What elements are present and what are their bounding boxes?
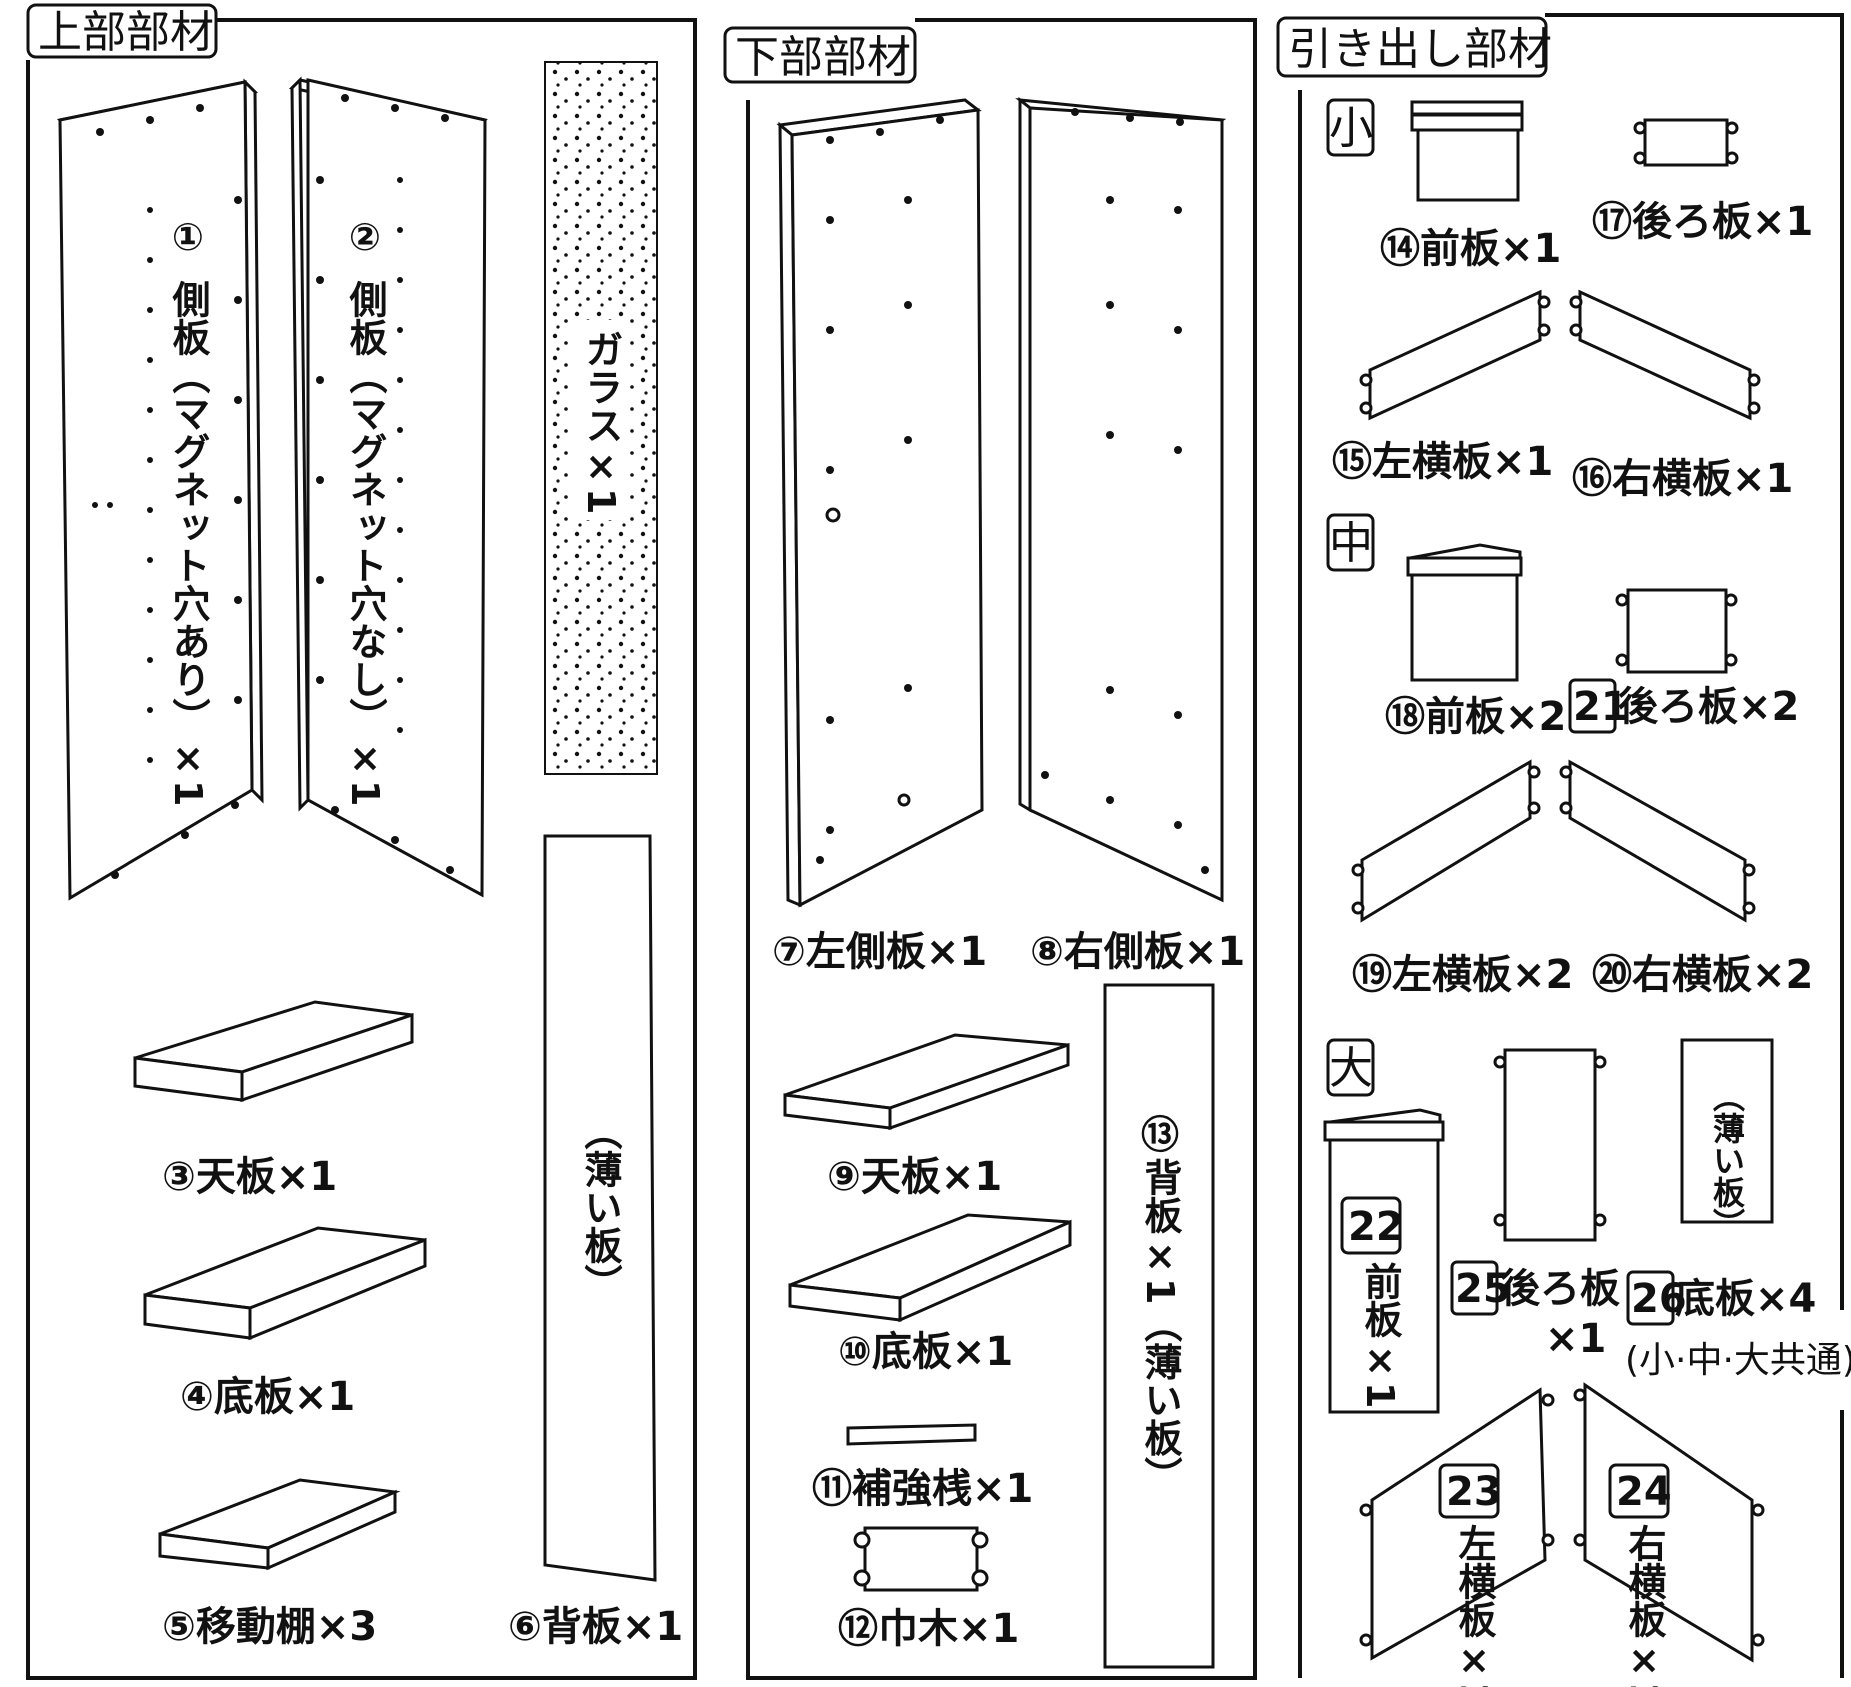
- movable-shelf-5-illustration: [158, 1478, 401, 1571]
- medium-group-marker: 中: [1326, 513, 1375, 572]
- right-side-board-20-illustration: [1559, 759, 1756, 923]
- medium-group-label: 中: [1329, 518, 1373, 569]
- part-23-label: 左横板×1: [1452, 1524, 1496, 1687]
- part-25-label: 後ろ板: [1500, 1266, 1620, 1312]
- side-panel-1-illustration: [56, 78, 264, 901]
- right-side-board-24-illustration: [1573, 1382, 1765, 1663]
- part-12-label: ⑫巾木×1: [838, 1606, 1019, 1652]
- part-1-number: ①: [172, 215, 204, 259]
- part-26-number-box: [1626, 1270, 1675, 1326]
- part-2-label: 側板（マグネット穴なし）×1: [343, 280, 388, 806]
- part-26-number: 26: [1631, 1276, 1687, 1322]
- bottom-board-26-illustration: [1680, 1038, 1774, 1224]
- back-board-21-illustration: [1615, 588, 1738, 674]
- back-panel-13-illustration: [1103, 983, 1215, 1669]
- glass-label: ガラス×1: [579, 330, 623, 514]
- part-8-label: ⑧右側板×1: [1030, 929, 1245, 975]
- left-side-panel-7-illustration: [776, 98, 984, 908]
- part-25-number: 25: [1455, 1266, 1511, 1312]
- part-18-label: ⑱前板×2: [1385, 694, 1566, 740]
- part-13-label: 背板×1（薄い板）: [1138, 1158, 1182, 1494]
- part-14-label: ⑭前板×1: [1380, 226, 1561, 272]
- part-26-inner-label: （薄い板）: [1708, 1080, 1746, 1240]
- part-7-label: ⑦左側板×1: [772, 929, 987, 975]
- small-group-label: 小: [1329, 103, 1373, 154]
- large-group-label: 大: [1329, 1043, 1373, 1094]
- part-15-label: ⑮左横板×1: [1332, 439, 1553, 485]
- side-panel-2-illustration: [288, 76, 488, 898]
- back-panel-6-illustration: [543, 834, 657, 1582]
- part-2-number: ②: [349, 215, 381, 259]
- part-1-label: 側板（マグネット穴あり）×1: [166, 280, 211, 806]
- top-board-9-illustration: [783, 1033, 1070, 1131]
- part-21-number: 21: [1573, 684, 1629, 730]
- part-13-number: ⑬: [1141, 1113, 1179, 1157]
- part-24-number: 24: [1616, 1469, 1672, 1515]
- right-side-board-16-illustration: [1569, 289, 1761, 421]
- part-6-inner-label: （薄い板）: [578, 1112, 622, 1302]
- glass-panel-illustration: [544, 61, 658, 775]
- part-22-label: 前板×1: [1358, 1262, 1402, 1408]
- part-23-number: 23: [1446, 1469, 1502, 1515]
- part-21-number-box: [1568, 678, 1617, 734]
- part-6-label: ⑥背板×1: [508, 1604, 683, 1650]
- part-20-label: ⑳右横板×2: [1592, 952, 1813, 998]
- lower-section-frame: [746, 18, 1257, 1680]
- back-board-17-illustration: [1633, 118, 1739, 167]
- reinforcement-bar-11-illustration: [846, 1423, 977, 1446]
- upper-section-header: 上部部材: [26, 3, 218, 59]
- part-11-label: ⑪補強桟×1: [812, 1466, 1033, 1512]
- part-25-number-box: [1450, 1260, 1499, 1316]
- part-21-label: 後ろ板×2: [1618, 684, 1799, 730]
- lower-section-header: 下部部材: [723, 26, 917, 84]
- back-board-25-illustration: [1493, 1048, 1607, 1242]
- part-22-number-box: [1340, 1196, 1402, 1255]
- part-23-number-box: [1438, 1463, 1500, 1519]
- small-group-marker: 小: [1326, 98, 1375, 157]
- part-24-label: 右横板×1: [1622, 1524, 1666, 1687]
- part-19-label: ⑲左横板×2: [1352, 952, 1573, 998]
- front-board-22-illustration: [1323, 1108, 1445, 1414]
- front-board-18-illustration: [1406, 543, 1523, 682]
- part-4-label: ④底板×1: [180, 1374, 355, 1420]
- drawer-section-title: 引き出し部材: [1288, 24, 1552, 75]
- part-26-note: (小·中·大共通): [1625, 1340, 1851, 1381]
- drawer-section-frame: [1298, 13, 1844, 1678]
- large-group-marker: 大: [1326, 1038, 1375, 1097]
- front-board-14-illustration: [1410, 100, 1524, 202]
- kickboard-12-illustration: [853, 1526, 989, 1592]
- left-side-board-15-illustration: [1359, 289, 1551, 421]
- part-3-label: ③天板×1: [162, 1154, 337, 1200]
- right-side-panel-8-illustration: [1015, 96, 1227, 903]
- part-24-number-box: [1608, 1463, 1670, 1519]
- left-side-board-23-illustration: [1359, 1387, 1555, 1661]
- top-board-3-illustration: [133, 1000, 414, 1103]
- part-25-quantity: ×1: [1545, 1316, 1606, 1362]
- upper-section-frame: [26, 18, 697, 1680]
- left-side-board-19-illustration: [1351, 759, 1541, 923]
- upper-section-title: 上部部材: [38, 7, 214, 58]
- part-5-label: ⑤移動棚×3: [162, 1604, 377, 1650]
- part-10-label: ⑩底板×1: [838, 1329, 1013, 1375]
- part-26-label: 底板×4: [1675, 1276, 1816, 1322]
- drawer-section-header: 引き出し部材: [1276, 16, 1552, 78]
- part-16-label: ⑯右横板×1: [1572, 456, 1793, 502]
- bottom-board-4-illustration: [143, 1226, 427, 1341]
- bottom-board-10-illustration: [788, 1213, 1072, 1323]
- part-17-label: ⑰後ろ板×1: [1592, 199, 1813, 245]
- part-9-label: ⑨天板×1: [827, 1154, 1002, 1200]
- lower-section-title: 下部部材: [735, 32, 911, 83]
- part-22-number: 22: [1348, 1204, 1404, 1250]
